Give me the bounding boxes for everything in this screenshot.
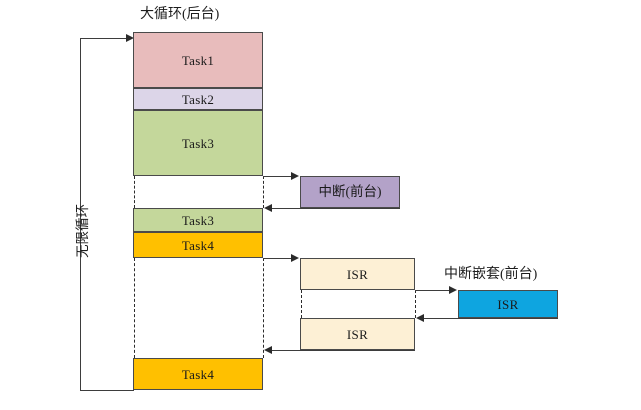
task-block-task4-second: Task4 bbox=[133, 358, 263, 390]
interrupt-enter-arrowhead-icon bbox=[291, 171, 299, 180]
task-block-task3-first: Task3 bbox=[133, 110, 263, 176]
nested-isr-return-line bbox=[424, 318, 558, 319]
interrupt-box: 中断(前台) bbox=[300, 176, 400, 208]
infinite-loop-bottom-line bbox=[80, 390, 134, 391]
interrupt-return-arrowhead-icon bbox=[264, 203, 272, 212]
interrupt-return-line bbox=[272, 208, 400, 209]
main-loop-title: 大循环(后台) bbox=[140, 7, 220, 22]
task-block-task1: Task1 bbox=[133, 32, 263, 88]
suspend-gap2-left-dash bbox=[133, 258, 135, 358]
suspend-gap1-left-dash bbox=[133, 176, 135, 208]
isr-return-arrowhead-icon bbox=[264, 345, 272, 354]
nested-interrupt-title: 中断嵌套(前台) bbox=[444, 267, 538, 282]
nested-isr-enter-line bbox=[415, 290, 451, 291]
task-block-task3-second: Task3 bbox=[133, 208, 263, 232]
isr-box-upper: ISR bbox=[300, 258, 415, 290]
infinite-loop-top-line bbox=[80, 38, 128, 39]
infinite-loop-vertical-line bbox=[80, 38, 81, 390]
isr-box-lower: ISR bbox=[300, 318, 415, 350]
isr-gap-right-dash bbox=[414, 290, 416, 318]
isr-enter-line bbox=[263, 258, 293, 259]
isr-return-line bbox=[272, 350, 415, 351]
nested-isr-enter-arrowhead-icon bbox=[449, 285, 457, 294]
suspend-gap2-right-dash bbox=[262, 258, 264, 358]
isr-enter-arrowhead-icon bbox=[291, 253, 299, 262]
task-block-task4-first: Task4 bbox=[133, 232, 263, 258]
isr-gap-left-dash bbox=[300, 290, 302, 318]
suspend-gap1-right-dash bbox=[262, 176, 264, 208]
nested-isr-return-arrowhead-icon bbox=[416, 313, 424, 322]
infinite-loop-arrowhead-icon bbox=[126, 33, 134, 42]
nested-isr-box: ISR bbox=[458, 290, 558, 318]
infinite-loop-label: 无限循环 bbox=[75, 204, 90, 258]
task-block-task2: Task2 bbox=[133, 88, 263, 110]
interrupt-enter-line bbox=[263, 176, 293, 177]
